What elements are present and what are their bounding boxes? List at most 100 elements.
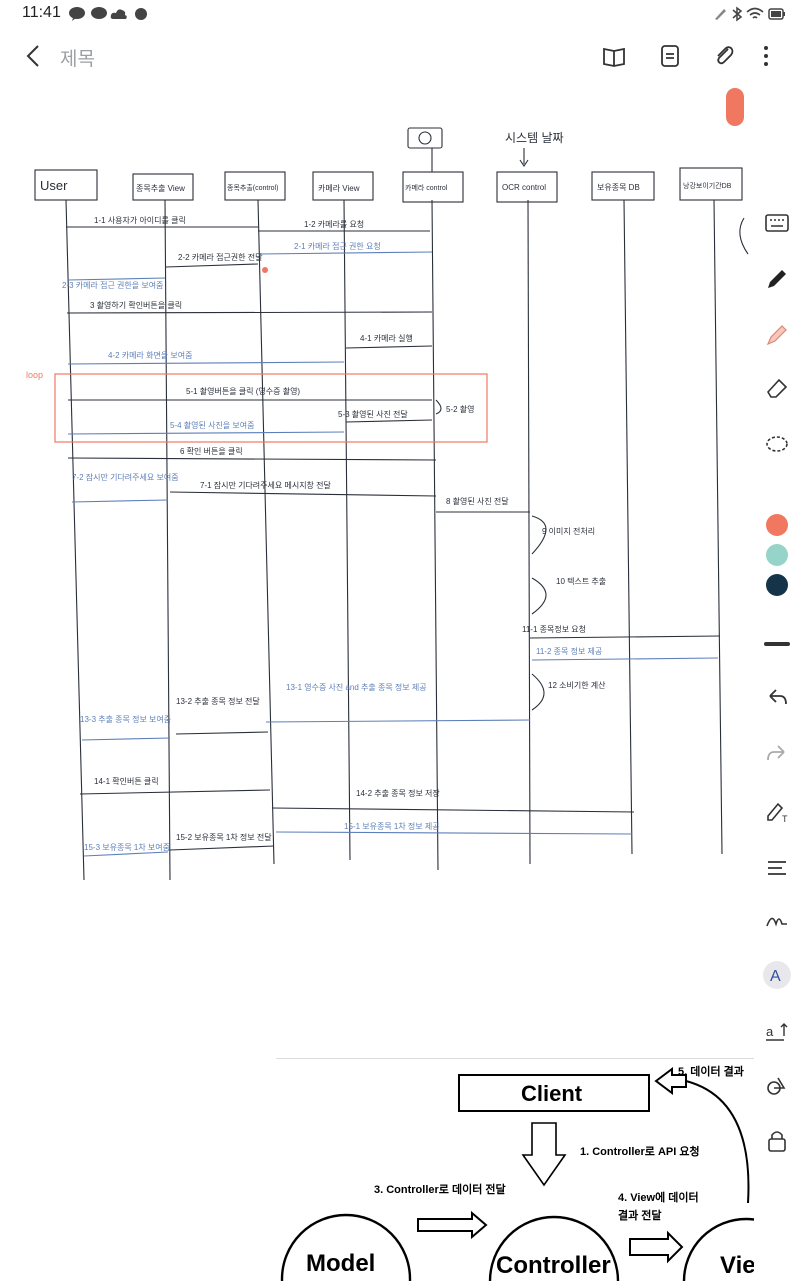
mvc-view: Vie bbox=[720, 1252, 754, 1279]
svg-text:T: T bbox=[782, 814, 788, 824]
lasso-icon[interactable] bbox=[762, 430, 792, 460]
actor-extract-view: 종목추출 View bbox=[136, 183, 185, 193]
msg-14-2: 14-2 추출 종목 정보 저장 bbox=[356, 788, 440, 798]
msg-1-2: 1-2 카메라를 요청 bbox=[304, 220, 364, 229]
msg-2-2: 2-2 카메라 접근권한 전달 bbox=[178, 252, 263, 262]
actor-labels: User 종목추출 View 종목추출(control) 카메라 View 카메… bbox=[40, 178, 732, 193]
bluetooth-icon bbox=[732, 6, 743, 22]
msg-7-2: 7-2 잠시만 기다려주세요 보여줌 bbox=[72, 472, 179, 482]
msg-15-1: 15-1 보유종목 1차 정보 제공 bbox=[344, 821, 440, 831]
page-list-icon[interactable] bbox=[656, 42, 684, 70]
more-dot-icon bbox=[134, 6, 140, 22]
actor-holdings-db: 보유종목 DB bbox=[597, 183, 640, 192]
msg-8: 8 촬영된 사진 전달 bbox=[446, 496, 509, 506]
book-icon[interactable] bbox=[600, 42, 628, 70]
msg-15-2: 15-2 보유종목 1차 정보 전달 bbox=[176, 832, 272, 842]
msg-11-2: 11-2 종목 정보 제공 bbox=[536, 646, 602, 656]
back-arrow-icon[interactable] bbox=[20, 42, 48, 70]
msg-13-3: 13-3 추출 종목 정보 보여줌 bbox=[80, 714, 171, 724]
msg-4-1: 4-1 카메라 실행 bbox=[360, 333, 413, 343]
handwriting-icon[interactable] bbox=[762, 904, 792, 934]
msg-6: 6 확인 버튼을 클릭 bbox=[180, 446, 243, 456]
lifelines bbox=[65, 199, 723, 881]
text-align-icon[interactable] bbox=[762, 852, 792, 882]
mvc-image: Client 1. Controller로 API 요청 3. Controll… bbox=[276, 1058, 754, 1281]
font-size-icon[interactable]: a bbox=[762, 1016, 792, 1046]
planet-icon bbox=[135, 8, 147, 20]
actor-camera-control: 카메라 control bbox=[405, 183, 448, 192]
highlighter-icon[interactable] bbox=[762, 320, 792, 350]
mvc-controller: Controller bbox=[496, 1252, 611, 1279]
mvc-model: Model bbox=[306, 1250, 375, 1277]
pen-status-icon bbox=[715, 9, 726, 20]
actor-boxes bbox=[34, 167, 743, 203]
keyboard-icon[interactable] bbox=[762, 208, 792, 238]
status-time: 11:41 bbox=[22, 4, 61, 21]
msg-1-1: 1-1 사용자가 아이디를 클릭 bbox=[94, 215, 186, 225]
eraser-icon[interactable] bbox=[762, 372, 792, 402]
mvc-step3: 3. Controller로 데이터 전달 bbox=[374, 1182, 506, 1196]
mvc-client: Client bbox=[521, 1081, 583, 1106]
chat-icon bbox=[91, 7, 107, 19]
msg-4-2: 4-2 카메라 화면을 보여줌 bbox=[108, 350, 192, 360]
msg-15-3: 15-3 보유종목 1차 보여줌 bbox=[84, 842, 170, 852]
actor-extract-control: 종목추출(control) bbox=[227, 183, 278, 192]
msg-2-3: 2-3 카메라 접근 권한을 보여줌 bbox=[62, 280, 163, 290]
pen-to-text-icon[interactable]: T bbox=[762, 796, 792, 826]
msg-9: 9 이미지 전처리 bbox=[542, 526, 595, 536]
attach-icon[interactable] bbox=[710, 42, 738, 70]
msg-11-1: 11-1 종목정보 요청 bbox=[522, 624, 586, 634]
loop-frame bbox=[54, 373, 488, 443]
msg-5-1: 5-1 촬영버튼을 클릭 (영수증 촬영) bbox=[186, 386, 300, 396]
note-title[interactable]: 제목 bbox=[60, 49, 95, 70]
lock-icon[interactable] bbox=[762, 1126, 792, 1156]
msg-13-2: 13-2 추출 종목 정보 전달 bbox=[176, 696, 260, 706]
top-note: 시스템 날짜 bbox=[505, 131, 564, 145]
msg-7-1: 7-1 잠시만 기다려주세요 메시지창 전달 bbox=[200, 480, 331, 490]
wifi-icon bbox=[746, 7, 764, 19]
actor-camera-view: 카메라 View bbox=[318, 184, 360, 193]
mvc-step1: 1. Controller로 API 요청 bbox=[580, 1144, 700, 1158]
color-swatch-orange[interactable] bbox=[766, 514, 788, 536]
msg-5-4: 5-4 촬영된 사진을 보여줌 bbox=[170, 420, 254, 430]
scroll-up-down-button[interactable] bbox=[726, 88, 744, 126]
color-swatch-navy[interactable] bbox=[766, 574, 788, 596]
msg-13-1: 13-1 영수증 사진 and 추출 종목 정보 제공 bbox=[286, 682, 427, 692]
shapes-icon[interactable] bbox=[762, 1070, 792, 1100]
margin-stroke bbox=[739, 217, 749, 255]
messages: 1-1 사용자가 아이디를 클릭 1-2 카메라를 요청 2-1 카메라 접근 … bbox=[62, 215, 721, 857]
mvc-step4a: 4. View에 데이터 bbox=[618, 1190, 699, 1204]
svg-text:a: a bbox=[766, 1024, 774, 1039]
svg-text:A: A bbox=[770, 968, 781, 985]
sequence-diagram: User 종목추출 View 종목추출(control) 카메라 View 카메… bbox=[26, 127, 749, 881]
mvc-step4b: 결과 전달 bbox=[618, 1208, 662, 1222]
loop-label: loop bbox=[26, 370, 43, 380]
text-style-icon[interactable]: A bbox=[762, 960, 792, 990]
redo-icon[interactable] bbox=[762, 740, 792, 770]
actor-expiry-db: 낭강보이기간DB bbox=[683, 181, 732, 190]
battery-icon bbox=[768, 8, 785, 20]
color-swatch-teal[interactable] bbox=[766, 544, 788, 566]
msg-14-1: 14-1 확인버튼 클릭 bbox=[94, 776, 159, 786]
undo-icon[interactable] bbox=[762, 684, 792, 714]
actor-user: User bbox=[40, 178, 68, 193]
app-bar: 제목 bbox=[0, 28, 800, 84]
pen-toolbar: T A a bbox=[754, 200, 800, 1160]
toolbar-divider bbox=[764, 642, 790, 646]
talk-icon bbox=[69, 7, 85, 21]
mvc-step5: 5. 데이터 결과 bbox=[678, 1064, 744, 1078]
note-canvas[interactable]: User 종목추출 View 종목추출(control) 카메라 View 카메… bbox=[0, 84, 754, 1281]
pen-icon[interactable] bbox=[762, 264, 792, 294]
msg-2-1: 2-1 카메라 접근 권한 요청 bbox=[294, 241, 381, 251]
mvc-diagram: Client 1. Controller로 API 요청 3. Controll… bbox=[280, 1064, 754, 1281]
camera-doodle bbox=[407, 127, 443, 172]
cloud-icon bbox=[110, 9, 127, 19]
msg-5-2: 5-2 촬영 bbox=[446, 404, 475, 414]
msg-12: 12 소비기한 계산 bbox=[548, 680, 606, 690]
more-vert-icon[interactable] bbox=[752, 42, 780, 70]
actor-ocr-control: OCR control bbox=[502, 183, 546, 192]
status-bar: 11:41 bbox=[0, 0, 800, 28]
msg-5-3: 5-3 촬영된 사진 전달 bbox=[338, 409, 408, 419]
msg-10: 10 텍스트 추출 bbox=[556, 576, 606, 586]
msg-3: 3 촬영하기 확인버튼을 클릭 bbox=[90, 300, 182, 310]
